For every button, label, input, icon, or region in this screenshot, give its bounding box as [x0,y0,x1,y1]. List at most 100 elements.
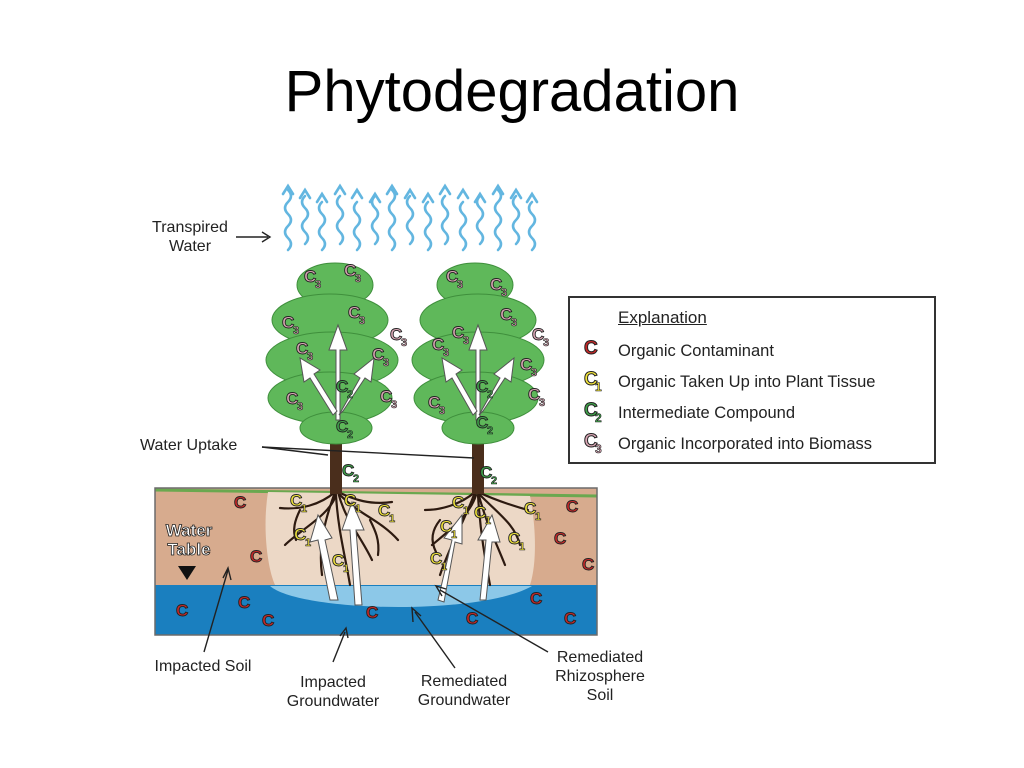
compound-subscript: 1 [305,537,311,549]
compound-subscript: 3 [355,273,361,285]
compound-subscript: 1 [463,505,469,517]
remediated-gw-line-1: Remediated [420,673,508,690]
vapor-squiggle [387,188,397,252]
vapor-squiggle [475,194,485,246]
compound-c1-marker: C [440,517,452,536]
label-pointers [203,231,549,669]
compound-subscript: 3 [539,397,545,409]
contaminant-marker: C [566,497,578,516]
impacted-soil-label: Impacted Soil [154,658,252,675]
contaminant-marker: C [176,601,188,620]
legend-text-0: Organic Contaminant [618,342,774,360]
vapor-squiggle [300,194,310,246]
contaminant-marker: C [554,529,566,548]
vapor-arrowhead [298,187,312,200]
transpired-water-label: Transpired Water [140,218,240,256]
compound-subscript: 2 [487,389,493,401]
vapor-squiggle [493,188,503,252]
compound-c3-marker: C [390,325,402,344]
compound-subscript: 2 [491,475,497,487]
compound-c1-marker: C [378,501,390,520]
vapor-squiggle [405,194,415,246]
legend-sub-2: 2 [595,411,602,426]
compound-subscript: 3 [383,357,389,369]
compound-subscript: 3 [439,405,445,417]
compound-subscript: 3 [457,279,463,291]
compound-subscript: 1 [355,503,361,515]
compound-c3-marker: C [528,385,540,404]
vapor-squiggle [423,200,433,252]
vapor-arrowhead [456,187,470,200]
transpired-line-1: Transpired [152,219,228,236]
c2-symbol-icon: C 2 [582,400,606,426]
compound-c3-marker: C [432,335,444,354]
compound-c1-marker: C [524,499,536,518]
vapor-arrowhead [281,183,295,196]
impacted-gw-line-1: Impacted [300,674,366,691]
compound-c1-marker: C [452,493,464,512]
compound-c2-marker: C [476,413,488,432]
compound-subscript: 1 [441,561,447,573]
compound-c2-marker: C [336,417,348,436]
compound-c3-marker: C [372,345,384,364]
impacted-gw-line-2: Groundwater [286,693,380,710]
vapor-squiggle [440,194,450,246]
compound-subscript: 1 [535,511,541,523]
vapor-arrowhead [403,187,417,200]
contaminant-marker: C [250,547,262,566]
compound-subscript: 3 [463,335,469,347]
legend-symbol-3: C [584,431,599,453]
compound-subscript: 3 [391,399,397,411]
vapor-arrowhead [315,191,329,204]
vapor-squiggle [335,194,345,246]
compound-c3-marker: C [348,303,360,322]
compound-subscript: 3 [401,337,407,349]
legend-sub-3: 3 [595,442,602,457]
compound-c3-marker: C [304,267,316,286]
remediated-rhizosphere-zone [265,492,535,585]
ground-surface-line [154,488,598,498]
vapor-arrowhead [438,183,452,196]
compound-subscript: 1 [343,563,349,575]
compound-c1-marker: C [474,503,486,522]
vapor-squiggle [511,194,521,246]
water-table-label: Water Table [160,521,218,560]
compound-c3-marker: C [286,389,298,408]
vapor-arrowhead [491,183,505,196]
vapor-arrowhead [473,191,487,204]
contaminant-marker: C [530,589,542,608]
uptake-arrows-right [437,323,515,603]
water-uptake-label: Water Uptake [140,437,238,454]
legend-sub-1: 1 [595,380,602,395]
contaminant-marker: C [564,609,576,628]
water-table-line-1: Water [165,521,213,541]
compound-subscript: 3 [531,367,537,379]
contaminant-marker: C [238,593,250,612]
vapor-squiggle [283,188,293,252]
vapor-squiggle [370,194,380,246]
legend-symbol-2: C [584,400,599,422]
vapor-arrowhead [421,191,435,204]
compound-subscript: 3 [293,325,299,337]
remediated-groundwater-label: Remediated Groundwater [402,672,526,710]
water-table-marker [178,566,196,580]
compound-subscript: 1 [389,513,395,525]
compound-subscript: 3 [501,287,507,299]
compound-c1-marker: C [508,529,520,548]
compound-subscript: 3 [543,337,549,349]
compound-subscript: 1 [451,529,457,541]
legend-symbol-1: C [584,369,599,391]
legend-title: Explanation [618,308,707,327]
compound-c1-marker: C [290,491,302,510]
compound-subscript: 1 [519,541,525,553]
remediated-rs-line-3: Soil [586,687,614,704]
slide-title: Phytodegradation [284,59,740,124]
compound-subscript: 3 [443,347,449,359]
water-table-line-2: Table [167,540,211,560]
compound-c3-marker: C [446,267,458,286]
vapor-arrowhead [333,183,347,196]
vapor-squiggle [352,200,362,252]
compound-subscript: 3 [315,279,321,291]
